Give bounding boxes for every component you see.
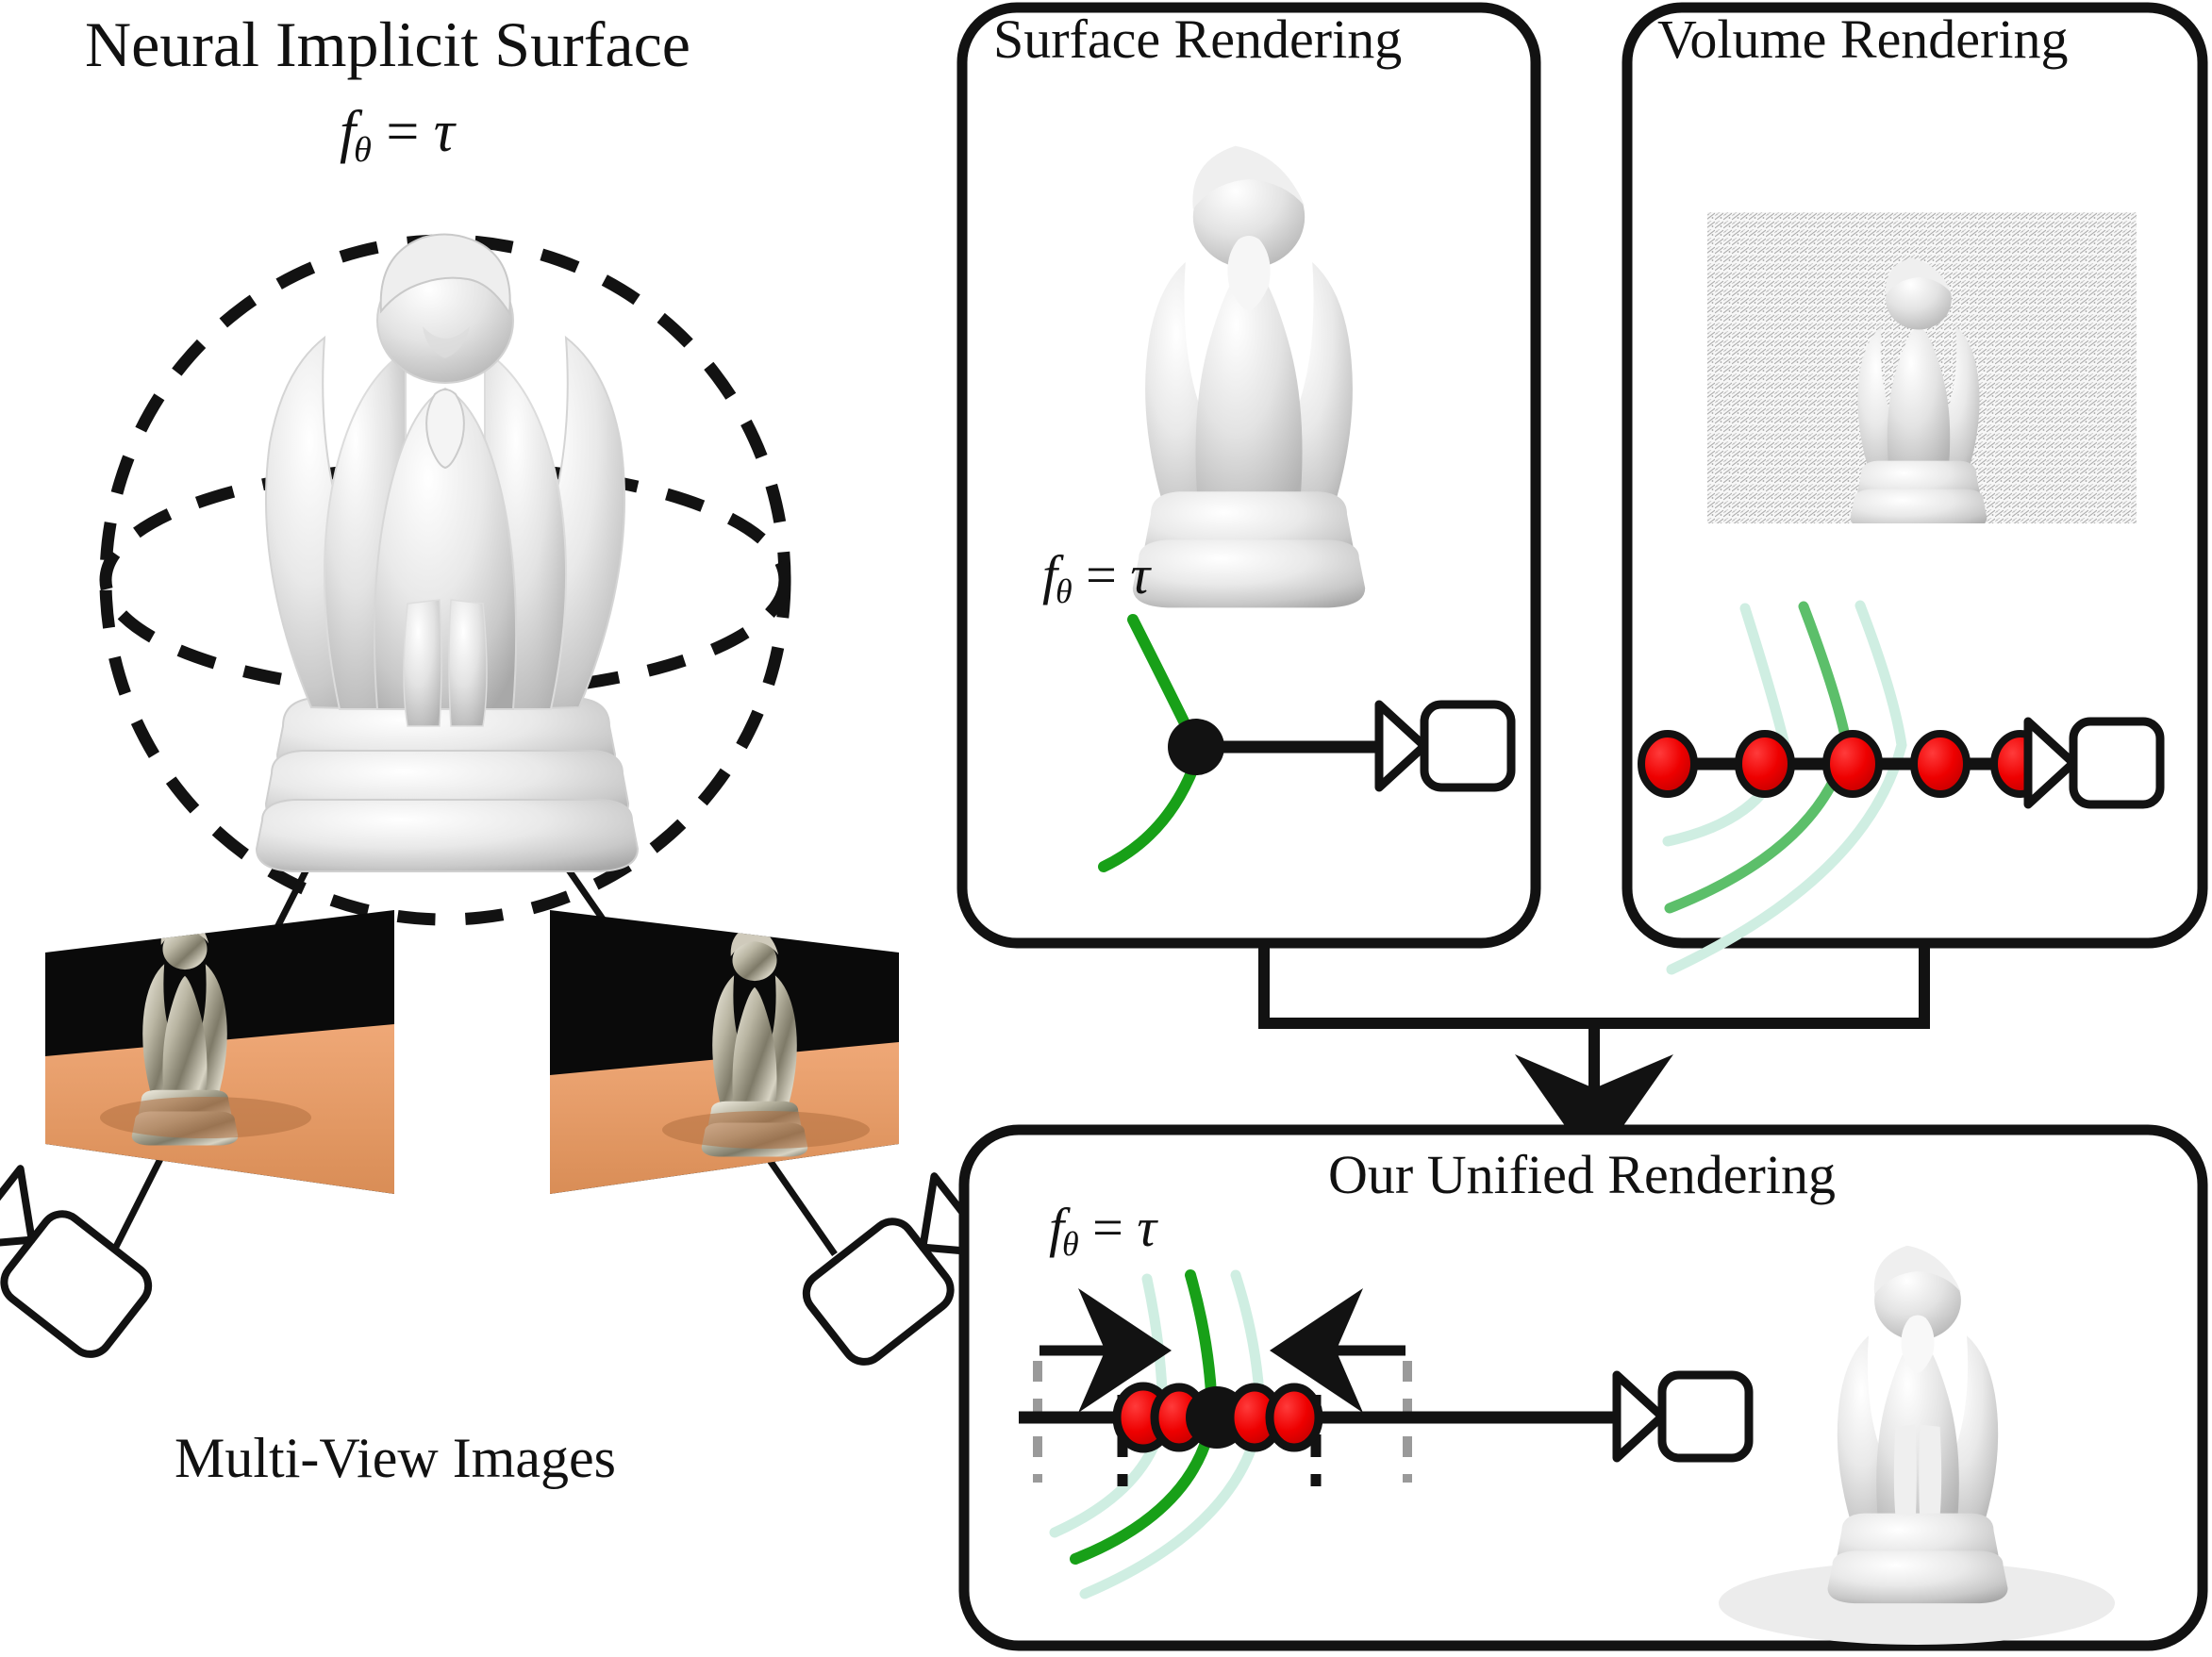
formula-tau: τ xyxy=(1130,544,1151,605)
panel-unified-rendering xyxy=(958,1124,2208,1651)
formula-theta: θ xyxy=(1055,572,1073,611)
formula-f: f xyxy=(340,100,357,164)
panel-surface-rendering xyxy=(956,2,1541,949)
formula-surface-panel: fθ = τ xyxy=(1042,543,1150,611)
thumbnail-surface-render xyxy=(1132,145,1366,608)
sculpture-statue-main xyxy=(255,233,640,872)
panel-volume-rendering xyxy=(1622,2,2208,975)
camera-volume-panel xyxy=(2023,717,2165,809)
formula-equals: = xyxy=(1092,1197,1123,1258)
camera-surface-panel xyxy=(1374,700,1516,792)
neural-implicit-surface-group xyxy=(0,233,999,1366)
formula-tau: τ xyxy=(1137,1197,1157,1258)
panel-title-volume-rendering: Volume Rendering xyxy=(1657,8,2069,70)
formula-tau: τ xyxy=(433,100,455,164)
merge-connector xyxy=(1258,943,1930,1168)
view-image-left xyxy=(45,910,394,1194)
view-image-right xyxy=(550,910,899,1194)
formula-unified-panel: fθ = τ xyxy=(1049,1196,1156,1264)
formula-f: f xyxy=(1042,544,1058,605)
multi-view-images-caption: Multi-View Images xyxy=(175,1427,616,1489)
formula-theta: θ xyxy=(353,129,372,170)
formula-equals: = xyxy=(1086,544,1117,605)
thumbnail-unified-render xyxy=(1719,1245,2115,1645)
camera-left xyxy=(0,1165,153,1358)
page-title: Neural Implicit Surface xyxy=(85,8,690,80)
formula-f: f xyxy=(1049,1197,1065,1258)
level-set-curve-pale-2 xyxy=(1666,600,1907,975)
formula-equals: = xyxy=(386,100,420,164)
surface-intersection-point xyxy=(1168,719,1224,775)
formula-theta: θ xyxy=(1061,1225,1079,1264)
camera-unified-panel xyxy=(1612,1370,1754,1463)
thumbnail-volume-render xyxy=(1707,212,2137,523)
sphere-equator-dashed xyxy=(99,460,791,700)
panel-title-surface-rendering: Surface Rendering xyxy=(993,8,1403,70)
formula-neural-implicit-surface: fθ = τ xyxy=(340,99,455,171)
ray-sample-points xyxy=(1112,1382,1323,1453)
panel-title-unified-rendering: Our Unified Rendering xyxy=(1328,1144,1836,1205)
